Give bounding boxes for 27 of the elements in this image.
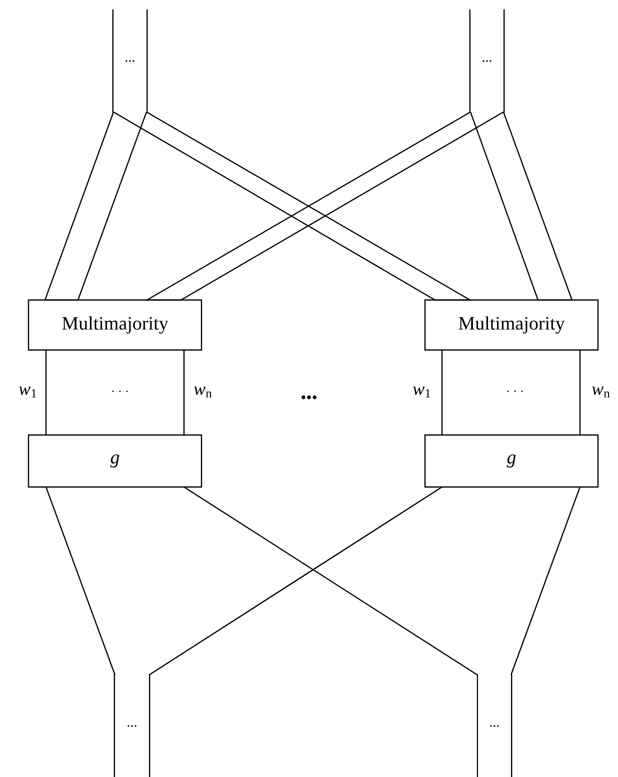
ellipsis: ••• [302, 395, 316, 400]
connector-line [183, 350, 185, 435]
process-box: g [28, 434, 202, 488]
connector-line [45, 350, 47, 435]
double-line [44, 111, 148, 301]
double-line [470, 111, 573, 301]
connector-line [45, 486, 116, 676]
connector-line [579, 350, 581, 435]
process-box: g [424, 434, 599, 488]
bus-lines: ... [476, 674, 512, 777]
process-box: Multimajority [424, 299, 599, 351]
connector-line [510, 486, 581, 676]
edge-label: w$_{n}$ [592, 386, 610, 398]
connector-line [441, 350, 443, 435]
double-line [113, 111, 472, 301]
bus-lines: ... [469, 8, 505, 114]
double-line [144, 111, 504, 301]
ellipsis: · · · [507, 390, 523, 392]
edge-label: w$_{n}$ [194, 386, 212, 398]
edge-label: w$_{1}$ [413, 386, 430, 398]
ellipsis: · · · [112, 390, 128, 392]
bus-lines: ... [114, 674, 150, 777]
process-box: Multimajority [28, 299, 202, 351]
connector-line [148, 486, 442, 676]
edge-label: w$_{1}$ [19, 386, 36, 398]
bus-lines: ... [112, 8, 148, 114]
connector-line [184, 486, 478, 676]
